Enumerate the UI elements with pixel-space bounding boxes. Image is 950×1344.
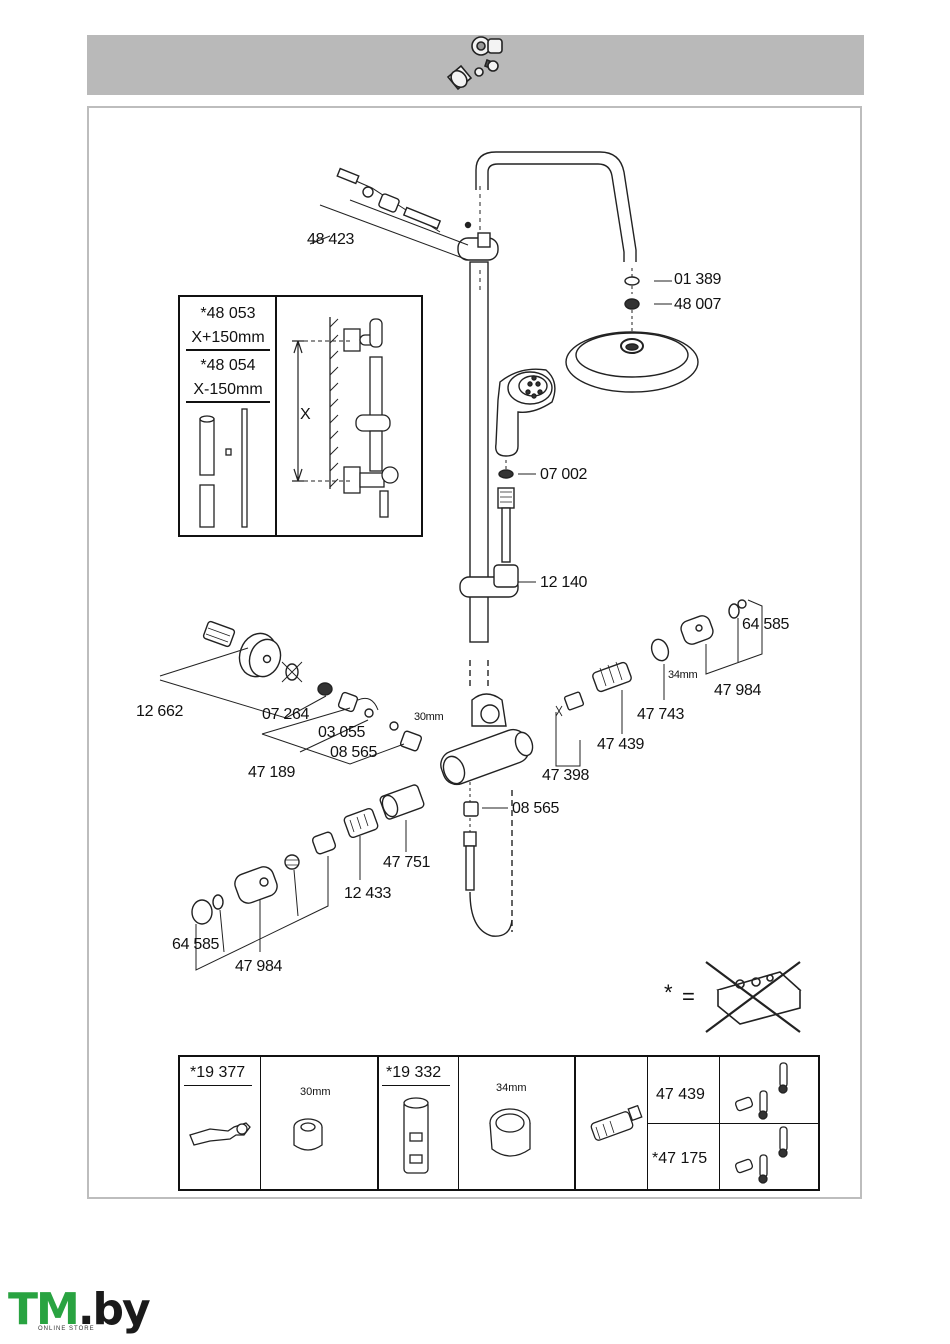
shower-arm xyxy=(476,152,636,262)
label-03055: 03 055 xyxy=(318,725,365,741)
label-64585-left: 64 585 xyxy=(172,937,219,953)
label-12662: 12 662 xyxy=(136,704,183,720)
note-star: * xyxy=(664,982,672,1004)
label-08565-bottom: 08 565 xyxy=(512,801,559,817)
rail-extension-inset: *48 053 X+150mm *48 054 X-150mm X xyxy=(178,295,423,537)
label-07264: 07 264 xyxy=(262,707,309,723)
label-47439: 47 439 xyxy=(597,737,644,753)
label-47984-left: 47 984 xyxy=(235,959,282,975)
label-48423: 48 423 xyxy=(307,232,354,248)
label-64585-right: 64 585 xyxy=(742,617,789,633)
label-12433: 12 433 xyxy=(344,886,391,902)
label-47751: 47 751 xyxy=(383,855,430,871)
label-47743: 47 743 xyxy=(637,707,684,723)
label-30mm: 30mm xyxy=(414,712,443,723)
tools-table: *19 377 30mm *19 332 34mm 47 439 *47 175 xyxy=(178,1055,820,1191)
label-01389: 01 389 xyxy=(674,272,721,288)
label-47398: 47 398 xyxy=(542,768,589,784)
label-47189: 47 189 xyxy=(248,765,295,781)
tools-drawing xyxy=(180,1057,818,1189)
left-knob-sleeve xyxy=(232,864,280,906)
label-34mm-right: 34mm xyxy=(668,670,697,681)
note-equals: = xyxy=(682,986,695,1008)
logo-subtitle: ONLINE STORE xyxy=(38,1326,95,1332)
label-12140: 12 140 xyxy=(540,575,587,591)
label-08565-left: 08 565 xyxy=(330,745,377,761)
label-47984-right: 47 984 xyxy=(714,683,761,699)
tmby-logo[interactable]: TM.by ONLINE STORE xyxy=(8,1288,149,1332)
label-48007: 48 007 xyxy=(674,297,721,313)
inset-drawing xyxy=(180,297,421,535)
label-07002: 07 002 xyxy=(540,467,587,483)
